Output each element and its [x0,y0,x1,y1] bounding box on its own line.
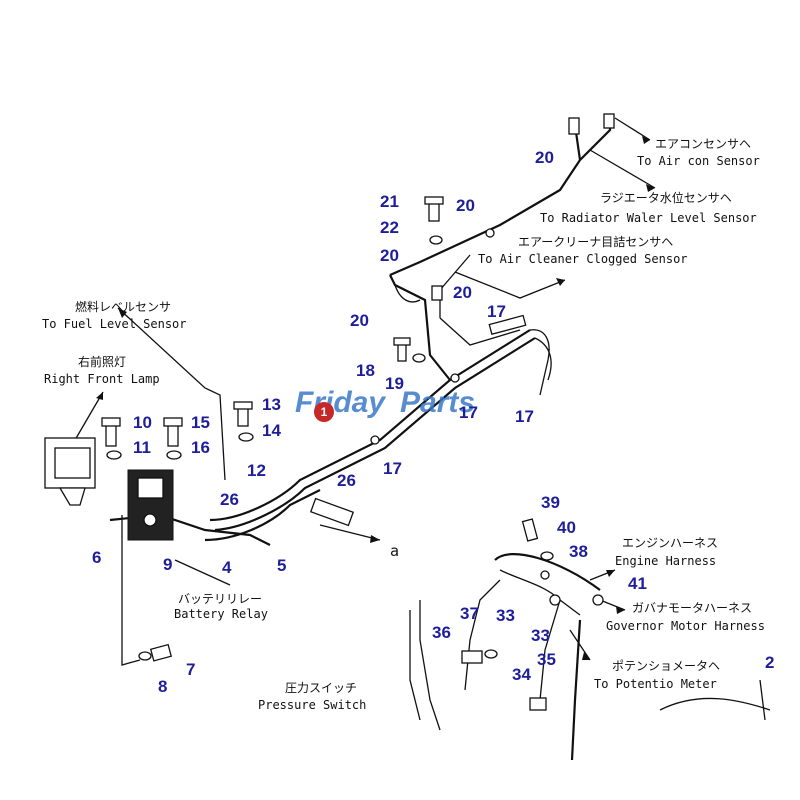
right-front-lamp-label-en: Right Front Lamp [44,372,160,386]
part-number: 37 [460,604,479,623]
watermark-brand-part1: Friday [295,386,386,419]
parts-shapes [44,196,604,711]
part-number: 5 [277,556,286,575]
air-con-label-en: To Air con Sensor [637,154,760,168]
part-number: 26 [337,471,356,490]
part-number: 19 [385,374,404,393]
potentio-meter-label-en: To Potentio Meter [594,677,717,691]
part-number: 17 [515,407,534,426]
fuel-level-label-en: To Fuel Level Sensor [42,317,187,331]
part-number: 20 [350,311,369,330]
part-number: 13 [262,395,281,414]
arrowheads [96,136,655,660]
battery-relay-label-jp: バッテリリレー [178,592,262,606]
callout-number: 1 [321,405,328,419]
part-number: 9 [163,555,172,574]
part-number: 15 [191,413,210,432]
engine-harness-label-en: Engine Harness [615,554,716,568]
annotation-labels: エアコンセンサヘ To Air con Sensor ラジエータ水位センサヘ T… [42,137,765,712]
air-cleaner-label-jp: エアークリーナ目詰センサヘ [518,234,673,249]
part-number: 35 [537,650,556,669]
part-number: 8 [158,677,167,696]
part-number: 17 [459,403,478,422]
part-number: 26 [220,490,239,509]
harness-lines [74,113,771,761]
part-number: 40 [557,518,576,537]
right-front-lamp-label-jp: 右前照灯 [78,354,126,369]
part-number: 33 [531,626,550,645]
radiator-label-en: To Radiator Waler Level Sensor [540,211,757,225]
air-cleaner-label-en: To Air Cleaner Clogged Sensor [478,252,688,266]
watermark-brand-part2: Parts [400,386,475,419]
part-number: 14 [262,421,281,440]
part-number-labels: 20 21 20 22 20 20 20 17 18 19 17 17 17 1… [92,148,774,696]
governor-motor-label-en: Governor Motor Harness [606,619,765,633]
air-con-label-jp: エアコンセンサヘ [655,137,751,151]
part-number: 7 [186,660,195,679]
battery-relay-label-en: Battery Relay [174,607,268,621]
pressure-switch-label-en: Pressure Switch [258,698,366,712]
part-number: 17 [487,302,506,321]
engine-harness-label-jp: エンジンハーネス [622,536,718,550]
radiator-label-jp: ラジエータ水位センサヘ [600,190,732,205]
part-number: 20 [456,196,475,215]
part-number: 20 [453,283,472,302]
pressure-switch-label-jp: 圧力スイッチ [285,681,357,695]
part-number: 10 [133,413,152,432]
part-number: 2 [765,653,774,672]
battery-relay-shape [127,469,174,541]
part-number: 4 [222,558,232,577]
part-number: 20 [380,246,399,265]
part-number: 36 [432,623,451,642]
potentio-meter-label-jp: ポテンショメータヘ [612,659,720,673]
part-number: 38 [569,542,588,561]
part-number: 41 [628,574,647,593]
part-number: 34 [512,665,531,684]
part-number: 6 [92,548,101,567]
watermark: Friday Parts [295,386,475,419]
governor-motor-label-jp: ガバナモータハーネス [632,601,752,615]
callout-marker: 1 [314,402,334,422]
part-number: 11 [133,438,151,457]
part-number: 20 [535,148,554,167]
part-number: 16 [191,438,210,457]
part-number: 22 [380,218,399,237]
part-number: 12 [247,461,266,480]
part-number: 21 [380,192,399,211]
reference-a-label: a [390,542,399,560]
part-number: 18 [356,361,375,380]
fuel-level-label-jp: 燃料レベルセンサ [75,299,171,314]
part-number: 33 [496,606,515,625]
part-number: 17 [383,459,402,478]
part-number: 39 [541,493,560,512]
callout-dot [314,402,334,422]
